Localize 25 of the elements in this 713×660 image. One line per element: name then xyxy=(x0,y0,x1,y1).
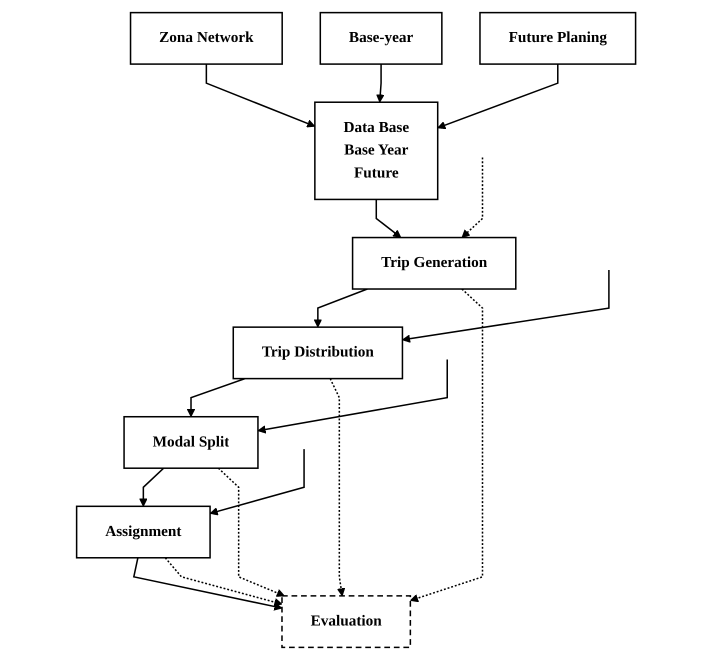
node-box: Trip Distribution xyxy=(232,326,404,380)
arrow xyxy=(210,449,306,516)
node-box: Assignment xyxy=(76,506,212,559)
arrow xyxy=(410,288,484,602)
arrow xyxy=(258,360,448,434)
arrow xyxy=(330,378,346,596)
arrow xyxy=(133,558,283,611)
node-box: Data Base Base Year Future xyxy=(314,101,439,200)
node-box: Future Planing xyxy=(480,12,637,65)
node-box: Evaluation xyxy=(282,595,412,648)
node-box: Modal Split xyxy=(124,416,260,469)
arrow xyxy=(140,468,165,507)
arrow xyxy=(206,64,316,128)
arrow xyxy=(187,378,246,418)
arrow xyxy=(402,270,610,343)
node-box: Zona Network xyxy=(130,12,284,65)
arrow xyxy=(462,158,484,238)
arrow xyxy=(376,64,385,103)
arrow xyxy=(314,288,368,328)
node-box: Base-year xyxy=(320,12,443,65)
node-box: Trip Generation xyxy=(352,236,517,290)
arrow xyxy=(376,199,402,238)
arrow xyxy=(218,468,286,597)
arrow xyxy=(438,64,559,130)
arrow xyxy=(165,557,283,606)
